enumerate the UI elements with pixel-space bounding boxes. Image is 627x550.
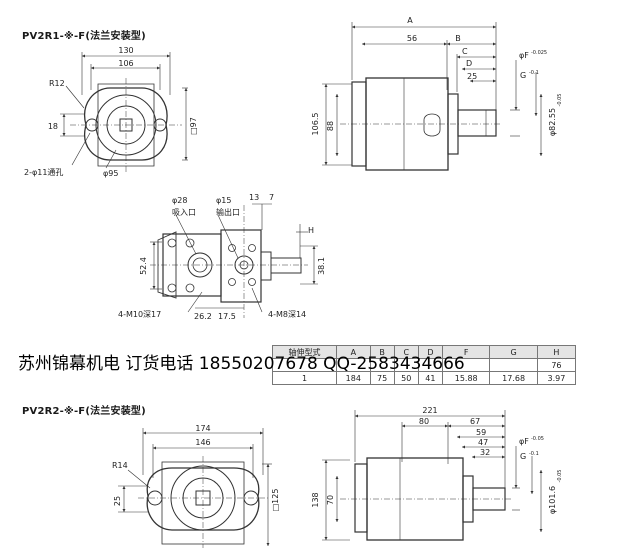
dim-26-2: 26.2 <box>194 312 212 321</box>
dim-32: 32 <box>480 448 490 457</box>
pv2r2-side-view <box>322 410 543 541</box>
dim-a: A <box>407 16 413 25</box>
header-pv2r1: PV2R1-※-F(法兰安装型) <box>22 31 146 42</box>
dim-f: φF <box>519 51 529 60</box>
dim-h: H <box>308 226 314 235</box>
dim-g: G <box>520 71 526 80</box>
table-cell: 41 <box>417 371 443 385</box>
dim-38-1: 38.1 <box>317 257 326 275</box>
dim-d95: φ95 <box>103 169 118 178</box>
dim-106-5: 106.5 <box>311 113 320 136</box>
table-cell: 76 <box>536 358 577 372</box>
dim-d101-6-tol: -0.05 <box>557 470 563 483</box>
table-cell <box>489 358 538 372</box>
pv2r1-front-view <box>60 52 188 172</box>
pv2r2-front-view <box>118 428 272 548</box>
dim-106: 106 <box>118 59 133 68</box>
dim-g-bottom-tol: -0.1 <box>529 451 539 457</box>
dim-7: 7 <box>269 193 274 202</box>
dim-d82-tol: -0.05 <box>557 94 563 107</box>
dim-c: C <box>462 47 468 56</box>
contact-banner: 苏州锦幕机电 订货电话 18550207678 QQ-2583434666 <box>18 354 465 374</box>
dim-d82: φ82.55 <box>548 108 557 136</box>
dim-146: 146 <box>195 438 210 447</box>
dim-r12: R12 <box>49 79 65 88</box>
dim-80: 80 <box>419 417 429 426</box>
dim-b: B <box>455 34 461 43</box>
dim-59: 59 <box>476 428 486 437</box>
label-outlet: 输出口 <box>216 207 240 217</box>
dim-f-bottom: φF <box>519 437 529 446</box>
label-inlet: 吸入口 <box>172 208 196 217</box>
dim-18: 18 <box>48 122 58 131</box>
table-header-cell: G <box>489 345 538 359</box>
dim-sq97: □97 <box>189 117 198 135</box>
header-pv2r2: PV2R2-※-F(法兰安装型) <box>22 406 146 417</box>
dim-m8: 4-M8深14 <box>268 310 306 319</box>
dim-25: 25 <box>467 72 477 81</box>
dim-d: D <box>466 59 472 68</box>
dim-m10: 4-M10深17 <box>118 310 161 319</box>
dim-g-bottom: G <box>520 452 526 461</box>
dim-138: 138 <box>311 492 320 507</box>
port-view <box>150 203 318 318</box>
dim-174: 174 <box>195 424 210 433</box>
table-cell: 184 <box>336 371 371 385</box>
dim-d28: φ28 <box>172 196 187 205</box>
table-cell: 1 <box>271 371 338 385</box>
dim-d101-6: φ101.6 <box>548 486 557 514</box>
table-cell: 15.88 <box>441 371 491 385</box>
dim-f-tol: -0.025 <box>531 50 547 56</box>
table-row: 76 <box>271 358 577 372</box>
table-header-cell: B <box>369 345 395 359</box>
dim-25-bottom: 25 <box>113 496 122 506</box>
dimension-table: 轴伸型式 A B C D F G H 76 1 184 75 50 41 15.… <box>271 345 577 385</box>
dim-f-bottom-tol: -0.05 <box>531 436 544 442</box>
dim-130: 130 <box>118 46 133 55</box>
table-cell: 17.68 <box>489 371 538 385</box>
dim-221: 221 <box>422 406 437 415</box>
pv2r1-side-view <box>322 22 543 171</box>
dim-r14: R14 <box>112 461 128 470</box>
table-header-cell: H <box>536 345 577 359</box>
table-cell: 3.97 <box>536 371 577 385</box>
dim-17-5: 17.5 <box>218 312 236 321</box>
table-header-cell: A <box>336 345 371 359</box>
dim-88: 88 <box>326 121 335 131</box>
dim-47: 47 <box>478 438 488 447</box>
dim-g-tol: -0.1 <box>529 70 539 76</box>
dim-holes: 2-φ11通孔 <box>24 167 63 177</box>
table-head-row: 轴伸型式 A B C D F G H <box>271 345 577 359</box>
dim-67: 67 <box>470 417 480 426</box>
dim-56: 56 <box>407 34 417 43</box>
dim-d15: φ15 <box>216 196 231 205</box>
table-row: 1 184 75 50 41 15.88 17.68 3.97 <box>271 371 577 385</box>
dim-sq125: □125 <box>271 489 280 512</box>
dim-70: 70 <box>326 495 335 505</box>
dim-13: 13 <box>249 193 259 202</box>
dim-52-4: 52.4 <box>139 257 148 275</box>
